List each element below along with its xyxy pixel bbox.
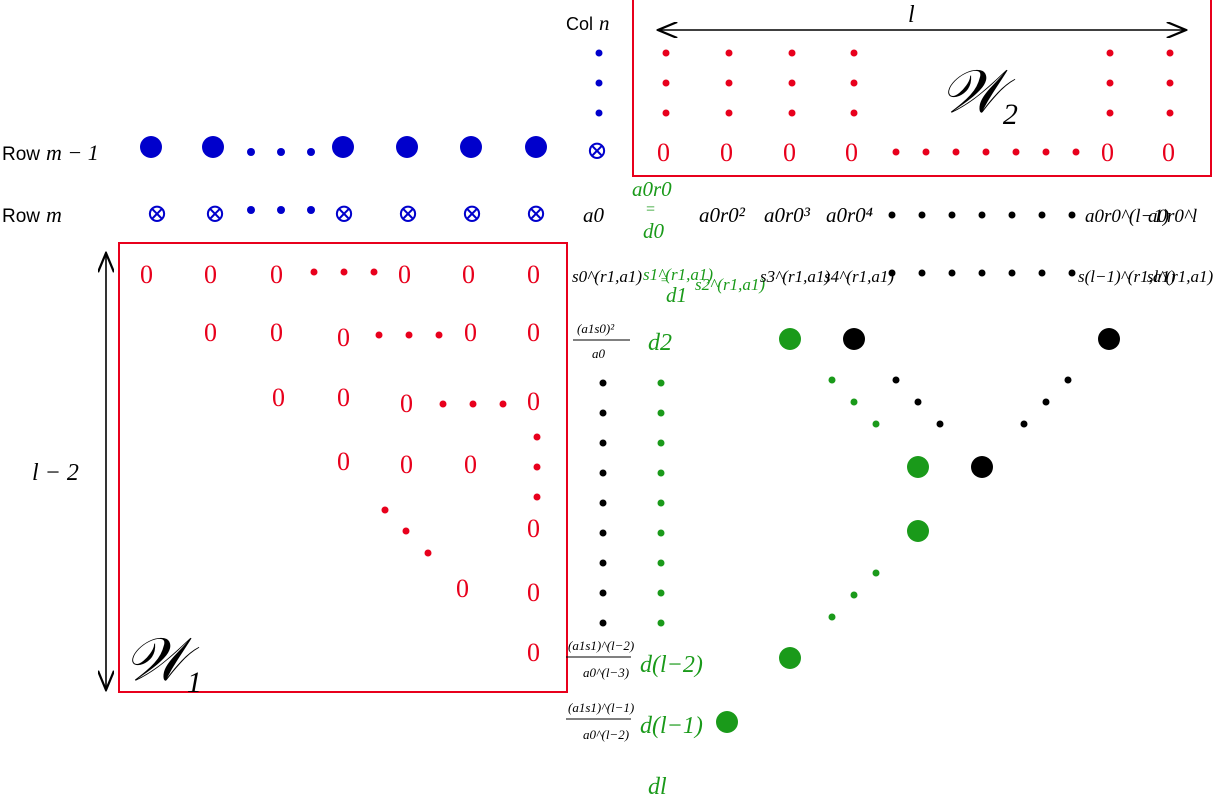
w1-red-dots bbox=[310, 268, 541, 557]
svg-text:a0r0^l: a0r0^l bbox=[1148, 206, 1197, 227]
svg-text:0: 0 bbox=[398, 260, 411, 289]
svg-text:⊗: ⊗ bbox=[146, 199, 168, 228]
s-row-black-dots bbox=[888, 269, 1076, 277]
svg-text:a0: a0 bbox=[592, 346, 606, 361]
svg-text:s2^(r1,a1): s2^(r1,a1) bbox=[695, 275, 765, 294]
w1-label: 𝒲1 bbox=[124, 627, 202, 699]
w2-label: 𝒲2 bbox=[940, 59, 1018, 131]
svg-text:0: 0 bbox=[720, 138, 733, 167]
col-n-blue-dots bbox=[595, 49, 603, 117]
svg-text:a0: a0 bbox=[583, 203, 605, 227]
fraction-2: (a1s1)^(l−2) a0^(l−3) bbox=[566, 638, 634, 680]
svg-text:0: 0 bbox=[1101, 138, 1114, 167]
svg-text:0: 0 bbox=[400, 450, 413, 479]
svg-text:d2: d2 bbox=[648, 330, 672, 356]
d-labels: d2 d(l−2) d(l−1) dl bbox=[640, 330, 703, 800]
w2-zeros: 0 0 0 0 0 0 bbox=[657, 138, 1175, 167]
svg-text:s(l−1)^(r1,a1): s(l−1)^(r1,a1) bbox=[1078, 267, 1176, 286]
svg-text:0: 0 bbox=[337, 323, 350, 352]
fraction-3: (a1s1)^(l−1) a0^(l−2) bbox=[566, 700, 634, 742]
svg-text:sl^(r1,a1): sl^(r1,a1) bbox=[1147, 267, 1214, 286]
s-row-terms: s0^(r1,a1) s1^(r1,a1) = d1 s2^(r1,a1) s3… bbox=[572, 265, 1214, 307]
svg-text:⊗: ⊗ bbox=[333, 199, 355, 228]
black-big-dots bbox=[843, 328, 1120, 478]
svg-text:(a1s1)^(l−2): (a1s1)^(l−2) bbox=[568, 638, 634, 653]
svg-text:a0r0⁴: a0r0⁴ bbox=[826, 203, 873, 227]
svg-text:s1^(r1,a1): s1^(r1,a1) bbox=[643, 265, 713, 284]
svg-text:⊗: ⊗ bbox=[204, 199, 226, 228]
svg-text:=: = bbox=[645, 201, 656, 218]
fraction-1: (a1s0)² a0 bbox=[573, 321, 630, 361]
black-small-dots bbox=[892, 376, 1072, 428]
svg-text:s0^(r1,a1): s0^(r1,a1) bbox=[572, 267, 642, 286]
svg-text:0: 0 bbox=[456, 574, 469, 603]
svg-text:s3^(r1,a1): s3^(r1,a1) bbox=[760, 267, 830, 286]
green-dots-column bbox=[657, 379, 665, 627]
svg-text:0: 0 bbox=[140, 260, 153, 289]
svg-text:(a1s0)²: (a1s0)² bbox=[577, 321, 615, 336]
svg-text:a0r0²: a0r0² bbox=[699, 203, 746, 227]
svg-text:0: 0 bbox=[527, 387, 540, 416]
svg-text:0: 0 bbox=[527, 578, 540, 607]
l-label: l bbox=[908, 2, 915, 28]
svg-text:⊗: ⊗ bbox=[397, 199, 419, 228]
w1-box bbox=[118, 242, 568, 693]
svg-text:0: 0 bbox=[204, 260, 217, 289]
otimes-row-m: ⊗ ⊗ ⊗ ⊗ ⊗ ⊗ ⊗ bbox=[146, 136, 608, 228]
svg-text:a0^(l−2): a0^(l−2) bbox=[583, 727, 629, 742]
svg-text:0: 0 bbox=[270, 260, 283, 289]
row-m-1-blue-dots bbox=[140, 136, 547, 158]
svg-text:0: 0 bbox=[527, 638, 540, 667]
svg-text:⊗: ⊗ bbox=[461, 199, 483, 228]
black-dots-column bbox=[599, 379, 607, 627]
svg-text:s4^(r1,a1): s4^(r1,a1) bbox=[824, 267, 894, 286]
svg-text:0: 0 bbox=[1162, 138, 1175, 167]
svg-text:0: 0 bbox=[337, 447, 350, 476]
svg-text:⊗: ⊗ bbox=[525, 199, 547, 228]
svg-text:a0^(l−3): a0^(l−3) bbox=[583, 665, 629, 680]
w1-zeros: 0 0 0 0 0 0 0 0 0 0 0 0 0 0 0 0 0 0 0 0 … bbox=[140, 260, 540, 667]
row-m-terms: a0 a0r0 = d0 a0r0² a0r0³ a0r0⁴ a0r0^(l−1… bbox=[583, 177, 1197, 243]
svg-text:0: 0 bbox=[464, 318, 477, 347]
svg-text:0: 0 bbox=[270, 318, 283, 347]
w2-red-dots bbox=[662, 49, 1174, 156]
l-minus-2-label: l − 2 bbox=[32, 460, 79, 486]
svg-text:=: = bbox=[660, 272, 669, 287]
row-m-black-dots bbox=[888, 211, 1076, 219]
green-small-dots bbox=[828, 376, 880, 621]
svg-text:0: 0 bbox=[272, 383, 285, 412]
svg-text:0: 0 bbox=[527, 318, 540, 347]
svg-text:(a1s1)^(l−1): (a1s1)^(l−1) bbox=[568, 700, 634, 715]
svg-text:0: 0 bbox=[400, 389, 413, 418]
svg-text:d(l−1): d(l−1) bbox=[640, 713, 703, 739]
svg-text:d0: d0 bbox=[643, 219, 665, 243]
svg-text:d1: d1 bbox=[666, 283, 687, 307]
svg-text:0: 0 bbox=[783, 138, 796, 167]
svg-text:0: 0 bbox=[204, 318, 217, 347]
svg-text:⊗: ⊗ bbox=[586, 136, 608, 165]
svg-text:0: 0 bbox=[527, 514, 540, 543]
svg-text:0: 0 bbox=[462, 260, 475, 289]
svg-text:dl: dl bbox=[648, 774, 667, 800]
svg-text:0: 0 bbox=[464, 450, 477, 479]
green-big-dots bbox=[716, 328, 929, 733]
svg-text:0: 0 bbox=[527, 260, 540, 289]
svg-text:0: 0 bbox=[657, 138, 670, 167]
svg-text:a0r0^(l−1): a0r0^(l−1) bbox=[1085, 206, 1169, 227]
svg-text:0: 0 bbox=[845, 138, 858, 167]
svg-text:d(l−2): d(l−2) bbox=[640, 652, 703, 678]
row-m-blue-dots bbox=[247, 206, 315, 214]
svg-text:a0r0³: a0r0³ bbox=[764, 203, 811, 227]
svg-text:a0r0: a0r0 bbox=[632, 177, 672, 201]
svg-text:0: 0 bbox=[337, 383, 350, 412]
w2-box bbox=[632, 0, 1212, 177]
